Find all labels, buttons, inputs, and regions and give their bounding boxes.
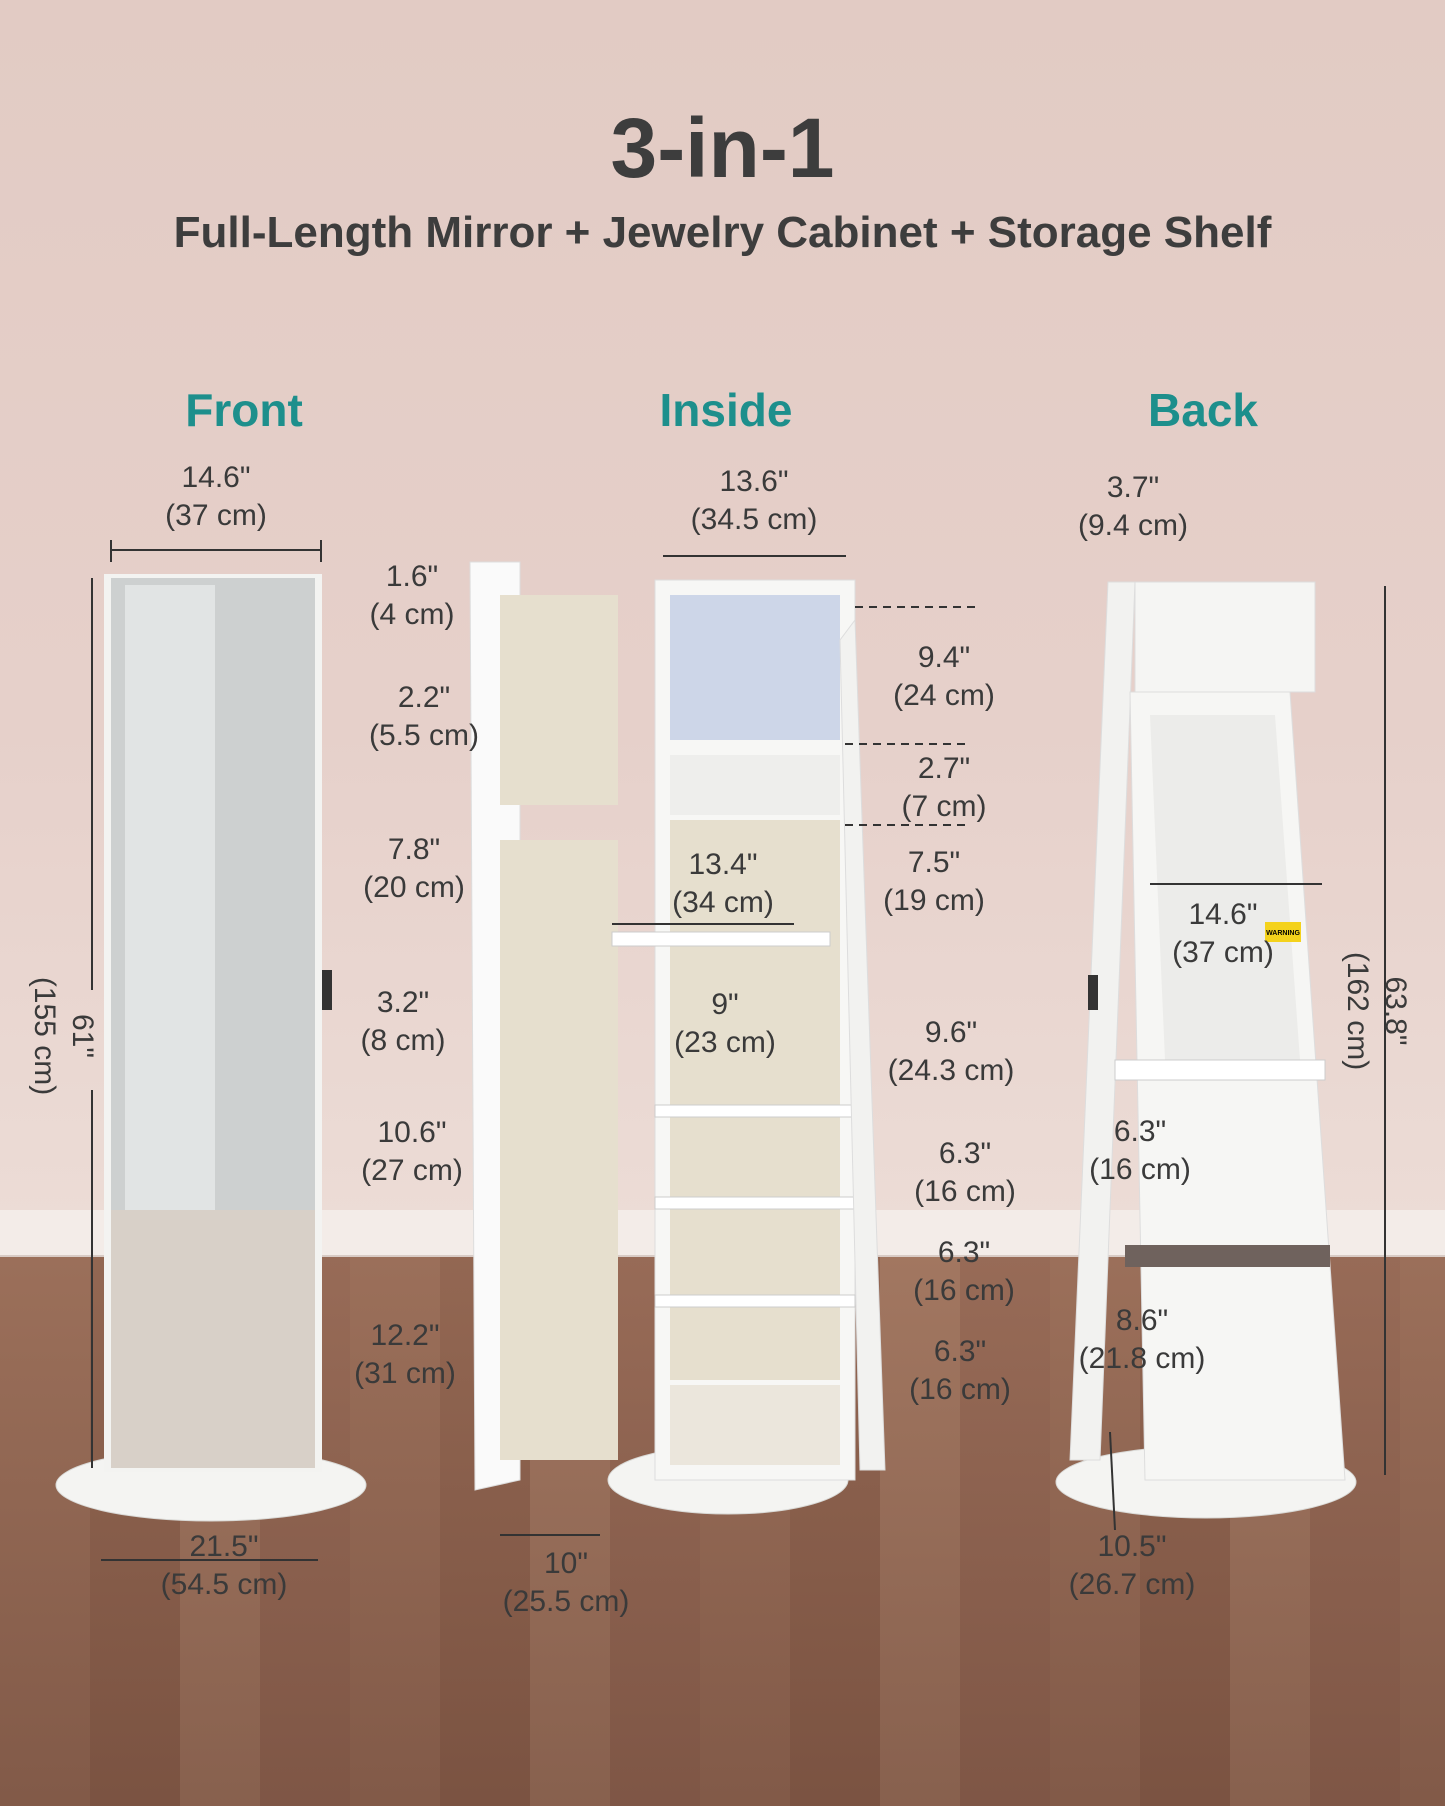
- back-lower-dimension: 8.6"(21.8 cm): [1078, 1304, 1206, 1375]
- front-width-dimension: 14.6"(37 cm): [165, 461, 267, 532]
- shelf-1-dimension: 6.3"(16 cm): [914, 1137, 1016, 1208]
- front-base-dimension: 21.5"(54.5 cm): [160, 1530, 288, 1601]
- top-section-dimension: 9.4"(24 cm): [893, 641, 995, 712]
- lock-icon: [1088, 975, 1098, 1010]
- door-width-dimension: 10"(25.5 cm): [502, 1547, 630, 1618]
- view-label-back: Back: [1148, 384, 1258, 436]
- tray-dimension: 2.7"(7 cm): [901, 752, 987, 823]
- shelf-3-dimension: 6.3"(16 cm): [909, 1335, 1011, 1406]
- led-mirror-compartment: [670, 595, 840, 740]
- view-label-inside: Inside: [659, 384, 793, 436]
- door-dim-6: 12.2"(31 cm): [354, 1319, 456, 1390]
- door-dim-3: 7.8"(20 cm): [363, 833, 465, 904]
- section-3-dimension: 9.6"(24.3 cm): [887, 1016, 1015, 1087]
- door-dim-2: 2.2"(5.5 cm): [368, 681, 480, 752]
- section-2-dimension: 7.5"(19 cm): [883, 846, 985, 917]
- back-shelf-width-dimension: 14.6"(37 cm): [1172, 898, 1274, 969]
- view-label-front: Front: [185, 384, 303, 436]
- back-base-depth-dimension: 10.5"(26.7 cm): [1068, 1530, 1196, 1601]
- door-dim-5: 10.6"(27 cm): [361, 1116, 463, 1187]
- inner-width-dimension: 13.4"(34 cm): [672, 848, 774, 919]
- warning-sticker: [1265, 922, 1301, 942]
- inside-view-cabinet: [469, 561, 886, 1515]
- page-subtitle: Full-Length Mirror + Jewelry Cabinet + S…: [173, 208, 1272, 257]
- front-view-cabinet: [55, 574, 367, 1522]
- back-height-dimension: 63.8"(162 cm): [1341, 951, 1412, 1071]
- warning-label: WARNING: [1266, 930, 1300, 937]
- shelf-2-dimension: 6.3"(16 cm): [913, 1236, 1015, 1307]
- door-dim-1: 1.6"(4 cm): [369, 560, 455, 631]
- page-title: 3-in-1: [610, 101, 835, 195]
- back-shelf-gap-dimension: 6.3"(16 cm): [1089, 1115, 1191, 1186]
- front-height-dimension: 61"(155 cm): [28, 976, 99, 1096]
- section-3-width-dimension: 9"(23 cm): [674, 988, 776, 1059]
- door-dim-4: 3.2"(8 cm): [360, 986, 446, 1057]
- back-depth-dimension: 3.7"(9.4 cm): [1077, 471, 1189, 542]
- back-view-cabinet: WARNING: [1055, 581, 1357, 1519]
- inside-width-dimension: 13.6"(34.5 cm): [690, 465, 818, 536]
- dimension-lines: [91, 540, 1386, 1561]
- lock-icon: [322, 970, 332, 1010]
